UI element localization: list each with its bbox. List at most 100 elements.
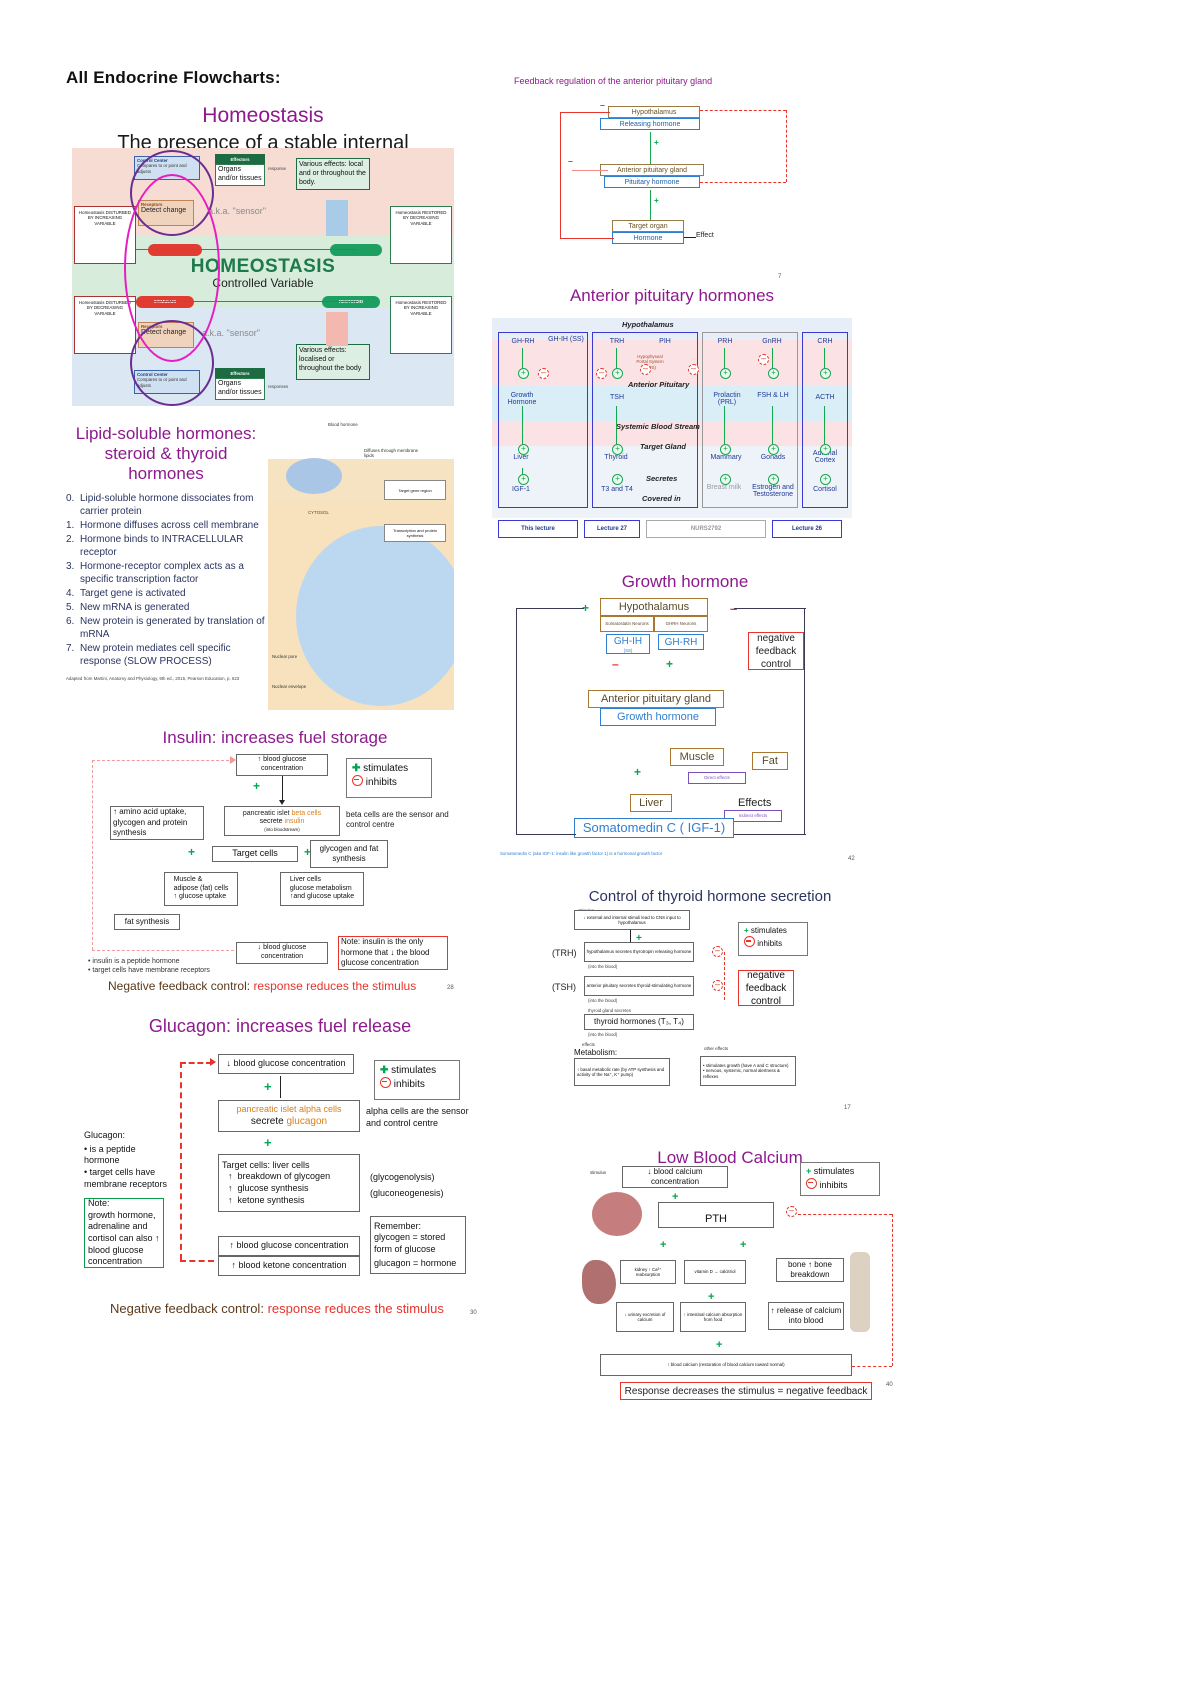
plus-sign: +: [740, 1239, 747, 1251]
glucagon-legend: ✚ stimulates inhibits: [374, 1060, 460, 1100]
label-ghrh: GH-RH: [511, 338, 535, 345]
minus-sign: –: [730, 600, 737, 618]
growth-hormone-title: Growth hormone: [621, 572, 749, 591]
glucagon-result-box-1: ↑ blood glucose concentration: [218, 1236, 360, 1256]
bone-illustration: [850, 1252, 870, 1332]
gh-frame-top: [516, 608, 584, 610]
gh-frame-bottom: [516, 834, 576, 836]
lipid-title-3: hormones: [128, 464, 204, 483]
gh-frame-right: [804, 608, 806, 834]
insulin-target-cells-box: Target cells: [212, 846, 298, 862]
effects-top-box: Various effects: local and or throughout…: [296, 158, 370, 190]
effect-label: Effect: [696, 232, 714, 239]
gh-somatomedin-box: Somatomedin C ( IGF-1): [574, 818, 734, 838]
plus-sign: +: [708, 1291, 715, 1303]
covered-in-row-label: Covered in: [642, 494, 681, 503]
target-organ-box: Target organ: [612, 220, 684, 232]
tab-nurs2792[interactable]: NURS2792: [646, 520, 766, 538]
insulin-slide-number: 28: [447, 985, 454, 991]
calcium-stimulus-label: stimulus: [590, 1170, 607, 1175]
minus-sign: –: [612, 657, 619, 671]
target-gland-row-label: Target Gland: [640, 442, 686, 451]
label-thyroid: Thyroid: [604, 454, 628, 461]
tab-this-lecture[interactable]: This lecture: [498, 520, 578, 538]
tab-lecture-27[interactable]: Lecture 27: [584, 520, 640, 538]
plus-sign: +: [672, 1191, 679, 1203]
plus-sign: +: [634, 765, 642, 779]
feedback-slide-number: 7: [778, 274, 782, 280]
calcium-slide-number: 40: [886, 1382, 893, 1388]
insulin-muscle-box: Muscle & adipose (fat) cells ↑ glucose u…: [164, 872, 238, 906]
glucagon-sensor-note: alpha cells are the sensor and control c…: [366, 1106, 469, 1128]
arrow-pink-up: [326, 312, 348, 346]
plus-sign: +: [654, 138, 659, 147]
effectors-bottom-body: Organs and/or tissues: [215, 378, 265, 400]
insulin-footer: Negative feedback control: response redu…: [108, 979, 417, 993]
plus-sign: +: [660, 1239, 667, 1251]
gh-anterior-pituitary-box: Anterior pituitary gland: [588, 690, 724, 708]
gh-slide-number: 42: [848, 856, 855, 862]
into-blood-1: (into the blood): [588, 964, 618, 969]
minus-sign: –: [600, 100, 606, 110]
glucagon-diagram: ↓ blood glucose concentration + ✚ stimul…: [84, 1050, 484, 1300]
label-acth: ACTH: [815, 394, 835, 401]
metabolism-title: Metabolism:: [574, 1048, 618, 1057]
anterior-pituitary-row-label: Anterior Pituitary: [628, 380, 690, 389]
feedback-regulation-diagram: Hypothalamus Releasing hormone – + Anter…: [500, 72, 800, 272]
glucagon-stimulus-box: ↓ blood glucose concentration: [218, 1054, 354, 1074]
calcium-stimulus-box: ↓ blood calcium concentration: [622, 1166, 728, 1188]
lipid-step: 0.Lipid-soluble hormone dissociates from…: [66, 493, 254, 517]
gh-direct-effects-box: Direct effects: [688, 772, 746, 784]
plus-sign: +: [304, 845, 312, 859]
effectors-top-body: Organs and/or tissues: [215, 164, 265, 186]
blood-stream-row-label: Systemic Blood Stream: [616, 422, 700, 431]
into-blood-3: (into the blood): [588, 1032, 618, 1037]
nuclear-pore-label: Nuclear pore: [272, 654, 298, 659]
kidney-organ-illustration: [582, 1260, 616, 1304]
connector-bottom: [128, 301, 358, 303]
label-gnrh: GnRH: [762, 338, 782, 345]
tab-lecture-26[interactable]: Lecture 26: [772, 520, 842, 538]
lipid-soluble-slide: Lipid-soluble hormones: steroid & thyroi…: [66, 424, 266, 681]
plus-sign: +: [264, 1079, 272, 1094]
insulin-result-box: ↓ blood glucose concentration: [236, 942, 328, 964]
glucagon-remember-box: Remember: glycogen = stored form of gluc…: [370, 1216, 466, 1274]
responses-label-bottom: responses: [268, 384, 289, 389]
hypothalamus-box: Hypothalamus: [608, 106, 700, 118]
anterior-pituitary-title: Anterior pituitary hormones: [569, 286, 775, 305]
pituitary-hormone-box: Pituitary hormone: [604, 176, 700, 188]
gh-liver-box: Liver: [630, 794, 672, 812]
column-frame-3: [702, 332, 798, 508]
nucleus: [296, 526, 454, 706]
label-liver: Liver: [513, 454, 529, 461]
sensor-label-bottom: a.k.a. "sensor": [202, 328, 260, 338]
gh-indirect-effects-box: Indirect effects: [724, 810, 782, 822]
glucagon-target-cells-box: Target cells: liver cells ↑ breakdown of…: [218, 1154, 360, 1212]
other-effects-box: • stimulates growth (have A and C struct…: [700, 1056, 796, 1086]
insulin-bullets: • insulin is a peptide hormone • target …: [88, 958, 210, 974]
thyroid-hormones-box: thyroid hormones (T₃, T₄): [584, 1014, 694, 1030]
column-frame-4: [802, 332, 848, 508]
insulin-legend: ✚ stimulates inhibits: [346, 758, 432, 798]
insulin-sensor-note: beta cells are the sensor and control ce…: [346, 810, 449, 830]
glucagon-slide: Glucagon: increases fuel release: [100, 1016, 460, 1037]
gh-hypothalamus-box: Hypothalamus: [600, 598, 708, 616]
trh-prefix: (TRH): [552, 948, 577, 958]
gh-ih-box: GH-IH (SS): [606, 634, 650, 654]
disturbed-decreasing-box: Homeostasis DISTURBED BY DECREASING VARI…: [74, 296, 136, 354]
calcium-intestine-box: ↑ intestinal calcium absorption from foo…: [680, 1302, 746, 1332]
lipid-step: 7.New protein mediates cell specific res…: [66, 643, 231, 667]
calcium-result-box: ↑ blood calcium (restoration of blood ca…: [600, 1354, 852, 1376]
releasing-hormone-box: Releasing hormone: [600, 118, 700, 130]
effectors-top-header: Effectors: [215, 154, 265, 165]
thyroid-diagram: stimulus ↓ external and internal stimuli…: [552, 886, 852, 1116]
gh-negative-feedback-box: negative feedback control: [748, 632, 804, 670]
label-t3-t4: T3 and T4: [601, 486, 633, 493]
label-pih: PIH: [659, 338, 671, 345]
label-trh: TRH: [609, 338, 625, 345]
transcription-box: Transcription and protein synthesis: [384, 524, 446, 542]
insulin-stimulus-box: ↑ blood glucose concentration: [236, 754, 328, 776]
insulin-diagram: ↑ blood glucose concentration + pancreat…: [88, 748, 468, 978]
insulin-slide: Insulin: increases fuel storage: [100, 728, 450, 748]
